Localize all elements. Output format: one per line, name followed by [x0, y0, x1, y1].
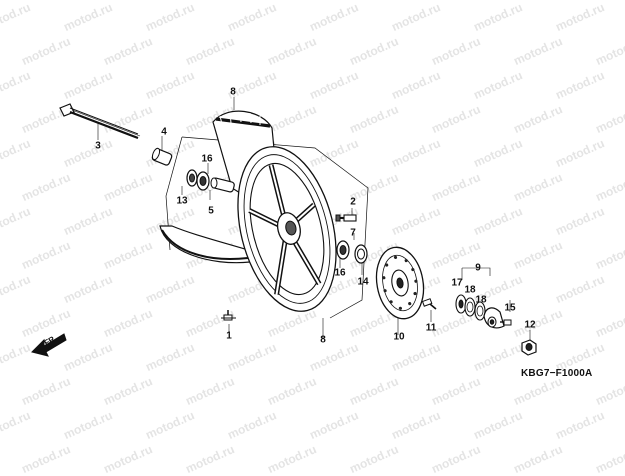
callout-5: 5 [208, 205, 214, 217]
callout-13: 13 [176, 195, 188, 207]
speedometer-gearbox [455, 294, 505, 329]
small-bolt [335, 214, 357, 222]
callout-14: 14 [357, 276, 369, 288]
callout-15: 15 [504, 302, 516, 314]
callout-2: 2 [350, 196, 356, 208]
callout-3: 3 [95, 140, 101, 152]
screw [500, 319, 512, 326]
callout-1: 1 [226, 330, 232, 342]
callout-9: 9 [475, 262, 481, 274]
callout-17: 17 [451, 277, 463, 289]
diagram-code: KBG7−F1000A [521, 368, 593, 379]
callout-18-lower: 18 [475, 294, 487, 306]
callout-7: 7 [350, 227, 356, 239]
axle-bolt [59, 103, 141, 140]
callout-10: 10 [393, 331, 405, 343]
callout-18-upper: 18 [464, 284, 476, 296]
distance-collar [210, 177, 235, 193]
callout-8-tire: 8 [230, 86, 236, 98]
oil-seal [354, 244, 368, 264]
callout-11: 11 [425, 322, 437, 334]
axle-nut [521, 339, 537, 356]
disc-bolt [421, 298, 437, 310]
callout-12: 12 [524, 319, 536, 331]
brake-disc [375, 246, 425, 320]
callout-8-wheel: 8 [320, 334, 326, 346]
callout-16-upper: 16 [201, 153, 213, 165]
left-bearing [186, 169, 210, 191]
right-bearing [336, 240, 350, 260]
spacer-collar [151, 147, 173, 166]
callout-16-lower: 16 [334, 267, 346, 279]
front-direction-arrow [31, 333, 67, 357]
tire-valve [221, 310, 236, 321]
callout-4: 4 [161, 126, 167, 138]
wheel-rim [237, 146, 337, 312]
